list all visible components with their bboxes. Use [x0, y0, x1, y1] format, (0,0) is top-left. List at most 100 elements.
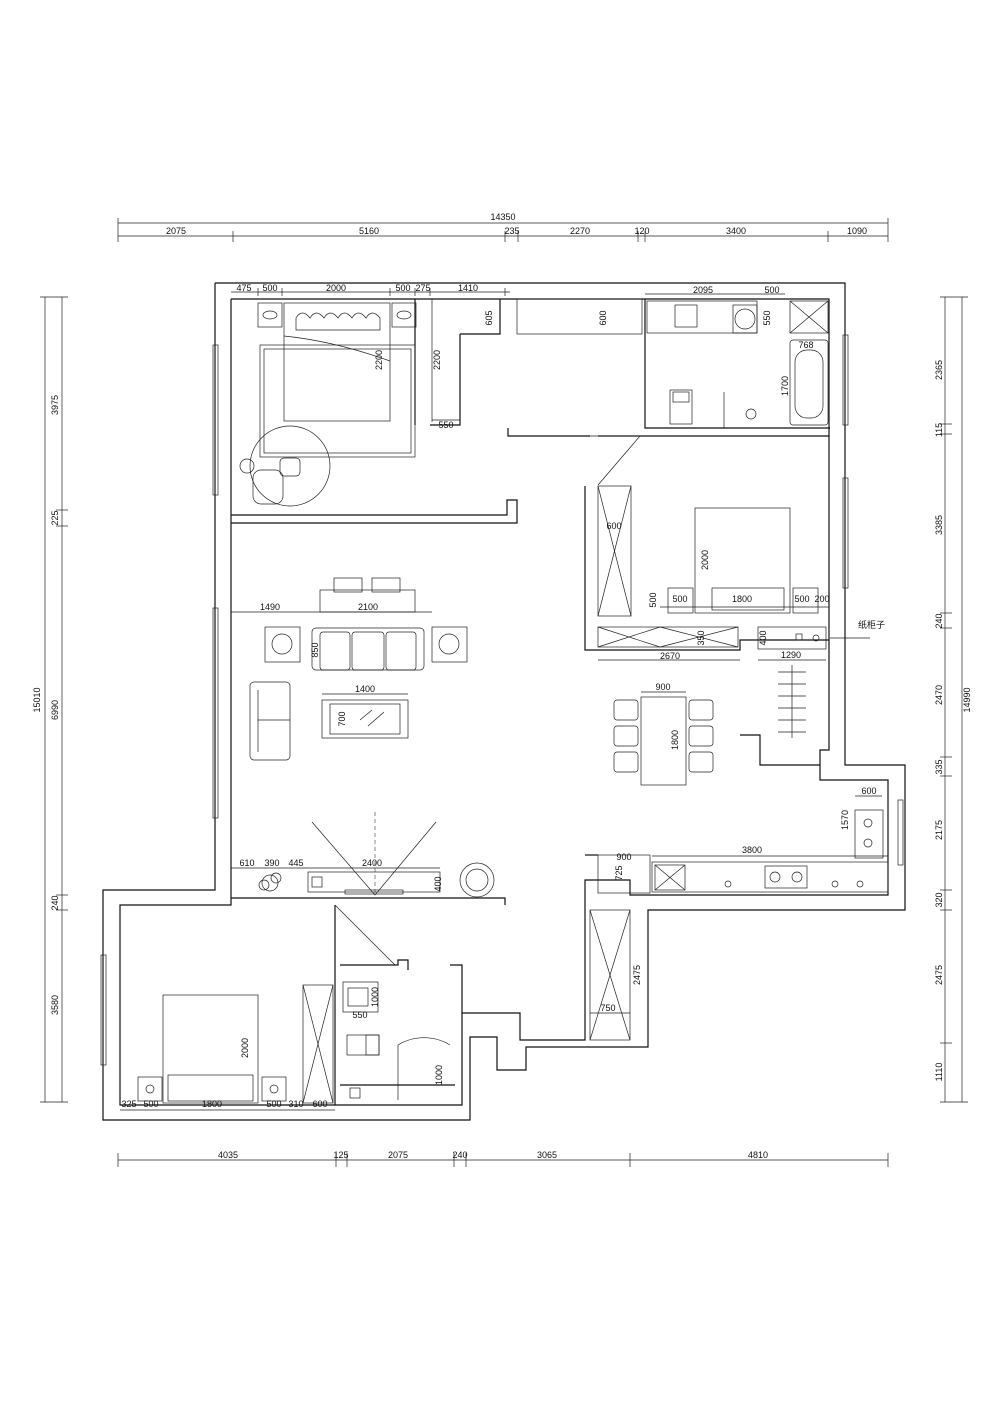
- bottom-dim: 4810: [748, 1150, 768, 1160]
- kit-sink-dim: 600: [861, 786, 876, 796]
- right-dim: 2175: [934, 820, 944, 840]
- mb-top-dim: 500: [262, 283, 277, 293]
- sb-row-dim: 500: [672, 594, 687, 604]
- left-dim: 240: [50, 895, 60, 910]
- wc-toilet: [346, 1034, 380, 1056]
- b3-row-dim: 500: [266, 1099, 281, 1109]
- sb-bed-dim: 2000: [700, 550, 710, 570]
- lr-1490-dim: 1490: [260, 602, 280, 612]
- mb-top-dim: 2000: [326, 283, 346, 293]
- mb-top-dim: 275: [415, 283, 430, 293]
- top-dim: 3400: [726, 226, 746, 236]
- left-dim: 3975: [50, 395, 60, 415]
- third-bedroom: 2000 325 500 1800 500 310 600: [120, 984, 335, 1111]
- sb-row-dim: 500: [648, 592, 658, 607]
- sofa-width-dim: 2100: [358, 602, 378, 612]
- b3-row-dim: 325: [121, 1099, 136, 1109]
- lounge-chair: [252, 469, 284, 505]
- master-bedroom: 475 500 2000 500 275 1410 2200 2200 550: [231, 283, 510, 507]
- storage-cabinet: [789, 300, 829, 334]
- sofa-back-cushions: [319, 589, 416, 613]
- sofa-depth-dim: 850: [310, 642, 320, 657]
- tub-length-dim: 1700: [780, 376, 790, 396]
- top-dim: 120: [634, 226, 649, 236]
- left-total-dim: 15010: [32, 687, 42, 712]
- floor-drain: [349, 1087, 361, 1099]
- wardrobe: [302, 984, 334, 1104]
- side-table: [431, 626, 468, 663]
- cooktop: [764, 865, 808, 889]
- wardrobe-dim: 600: [606, 521, 621, 531]
- bath-550-dim: 550: [762, 310, 772, 325]
- cabinet-label: 纸柜子: [858, 619, 885, 631]
- right-dim: 115: [934, 423, 944, 437]
- tv-row-dim: 2400: [362, 858, 382, 868]
- table-depth-dim: 700: [337, 711, 347, 726]
- mb-closet-width: 550: [438, 420, 453, 430]
- kitchen: 600 1570 900 725 3800: [597, 786, 889, 894]
- balcony: 2475 750: [589, 909, 642, 1041]
- right-dim: 1110: [934, 1063, 944, 1082]
- bottom-dim: 4035: [218, 1150, 238, 1160]
- shower-1000-dim: 1000: [434, 1065, 444, 1085]
- right-dim: 335: [934, 759, 944, 774]
- bottom-dim: 3065: [537, 1150, 557, 1160]
- nightstand: [667, 587, 694, 614]
- balcony-cabinet: [589, 909, 631, 1041]
- armchair: [249, 681, 291, 761]
- top-dimension-chain: 14350 2075 5160 235 2270 120 3400 1090: [117, 212, 889, 242]
- top-dim: 2270: [570, 226, 590, 236]
- main-bathroom: 2095 500 550 768 1700: [645, 285, 829, 428]
- b3-row-dim: 500: [143, 1099, 158, 1109]
- bath-500-dim: 500: [764, 285, 779, 295]
- right-dim: 2365: [934, 360, 944, 380]
- mb-bed-dim: 2200: [374, 350, 384, 370]
- left-dim: 3580: [50, 995, 60, 1015]
- right-dim: 2470: [934, 685, 944, 705]
- left-dim: 225: [50, 510, 60, 525]
- bottom-dimension-chain: 4035 125 2075 240 3065 4810: [117, 1150, 889, 1167]
- washing-machine: [734, 308, 756, 330]
- top-dim: 2075: [166, 226, 186, 236]
- shoe-cabinet: [757, 626, 827, 650]
- sb-row-dim: 500: [794, 594, 809, 604]
- wardrobe: [597, 485, 632, 617]
- long-cabinet: [597, 626, 739, 648]
- b3-row-dim: 600: [312, 1099, 327, 1109]
- right-dimension-chain: 14990 2365 115 3385 240 2470 335 2175 32…: [934, 296, 972, 1103]
- right-dim: 3385: [934, 515, 944, 535]
- living-room: 1490 2100 850 1400 700 610: [231, 577, 495, 898]
- entry-shoe-cabinet: 400 1290 纸柜子: [757, 619, 885, 738]
- left-dimension-chain: 15010 3975 225 6990 240 3580: [32, 296, 68, 1103]
- shoe-400-dim: 400: [758, 630, 768, 645]
- kit-counter-dim: 3800: [742, 845, 762, 855]
- nightstand: [257, 302, 283, 328]
- nightstand: [792, 587, 819, 614]
- wc-1000-dim: 1000: [370, 987, 380, 1007]
- wc-550-dim: 550: [352, 1010, 367, 1020]
- mb-top-dim: 475: [236, 283, 251, 293]
- wc-vanity: [342, 981, 379, 1013]
- second-bedroom: 600 2000 500 500 1800 500 200 350 2670: [590, 435, 830, 661]
- kit-1570-dim: 1570: [840, 810, 850, 830]
- b3-row-dim: 310: [288, 1099, 303, 1109]
- shower-head: [745, 408, 757, 420]
- top-dim: 5160: [359, 226, 379, 236]
- third-bed: [162, 994, 259, 1104]
- bal-750-dim: 750: [600, 1003, 615, 1013]
- dining-table: [640, 696, 687, 786]
- bottom-dim: 125: [333, 1150, 348, 1160]
- corridor-cab-dim: 605: [484, 310, 494, 325]
- coffee-table: [321, 699, 409, 739]
- kit-fridge-dim: 900: [616, 852, 631, 862]
- top-dim: 235: [504, 226, 519, 236]
- dining-width-dim: 900: [655, 682, 670, 692]
- stool: [261, 874, 279, 892]
- second-bed: [694, 507, 791, 614]
- right-dim: 2475: [934, 965, 944, 985]
- bath-counter-dim: 2095: [693, 285, 713, 295]
- dining-chairs: [613, 699, 714, 773]
- nightstand: [261, 1076, 287, 1102]
- tv-console: [307, 871, 441, 893]
- tv-400-dim: 400: [433, 876, 443, 891]
